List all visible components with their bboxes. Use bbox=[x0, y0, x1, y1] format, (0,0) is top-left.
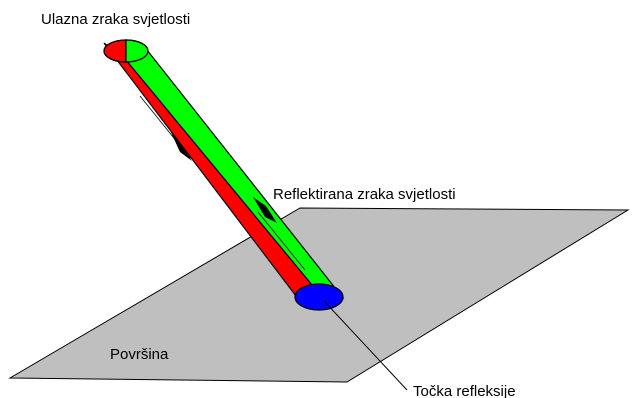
reflection-point-leader bbox=[323, 300, 408, 391]
surface-label: Površina bbox=[110, 346, 169, 363]
tube-top-cap-red bbox=[103, 39, 127, 63]
reflection-point-cap bbox=[294, 283, 344, 311]
reflection-point-label: Točka refleksije bbox=[413, 383, 516, 398]
incoming-ray-label: Ulazna zraka svjetlosti bbox=[41, 11, 190, 28]
incoming-direction-arrow bbox=[169, 128, 192, 161]
reflected-direction-arrow bbox=[253, 197, 277, 223]
reflected-ray-label: Reflektirana zraka svjetlosti bbox=[273, 186, 456, 203]
reflected-guide-line bbox=[257, 211, 306, 271]
tube-top-cap-outline bbox=[103, 39, 149, 63]
